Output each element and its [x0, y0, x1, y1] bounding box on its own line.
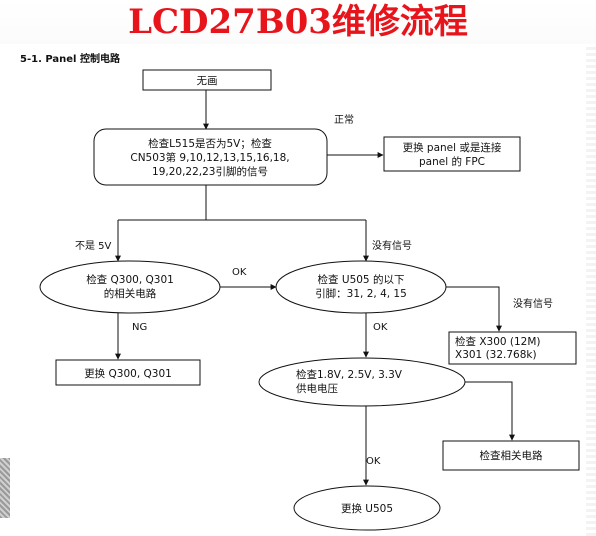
title-band: [0, 0, 596, 44]
node-check-l515-line3: 19,20,22,23引脚的信号: [152, 165, 268, 178]
node-check-related: 检查相关电路: [442, 440, 580, 471]
node-check-u505-line2: 引脚：31, 2, 4, 15: [315, 287, 407, 300]
node-check-x300: 检查 X300 (12M) X301 (32.768k): [448, 331, 577, 365]
node-check-u505: 检查 U505 的以下 引脚：31, 2, 4, 15: [275, 260, 447, 314]
node-replace-panel-line2: panel 的 FPC: [419, 155, 485, 168]
label-no-signal-1: 没有信号: [372, 239, 412, 252]
page-title: LCD27B03维修流程: [128, 2, 468, 42]
node-replace-u505-text: 更换 U505: [341, 502, 393, 515]
node-replace-panel-line1: 更换 panel 或是连接: [403, 141, 502, 154]
node-check-q300: 检查 Q300, Q301 的相关电路: [39, 260, 221, 314]
node-check-q300-line2: 的相关电路: [104, 287, 157, 300]
label-ok-1: OK: [232, 267, 247, 278]
node-check-power-line2: 供电电压: [296, 382, 338, 395]
node-check-l515-line2: CN503第 9,10,12,13,15,16,18,: [130, 151, 289, 164]
edge-check-u505-to-check-x300: [446, 286, 502, 332]
node-check-x300-line1: 检查 X300 (12M): [455, 335, 541, 348]
section-heading: 5-1. Panel 控制电路: [20, 54, 120, 65]
label-no-signal-2: 没有信号: [513, 297, 553, 310]
node-start-text: 无画: [197, 75, 218, 87]
left-edge-decoration: [0, 458, 10, 518]
node-check-related-text: 检查相关电路: [480, 449, 543, 462]
label-ng: NG: [132, 322, 147, 333]
node-replace-q300: 更换 Q300, Q301: [55, 359, 201, 386]
node-replace-panel: 更换 panel 或是连接 panel 的 FPC: [383, 136, 521, 172]
node-replace-q300-text: 更换 Q300, Q301: [84, 367, 172, 380]
node-check-l515-line1: 检查L515是否为5V；检查: [148, 137, 272, 150]
node-check-x300-line2: X301 (32.768k): [455, 349, 537, 361]
node-check-q300-line1: 检查 Q300, Q301: [86, 273, 174, 286]
node-check-u505-line1: 检查 U505 的以下: [318, 273, 405, 286]
node-start: 无画: [142, 69, 272, 91]
node-check-l515: 检查L515是否为5V；检查 CN503第 9,10,12,13,15,16,1…: [93, 128, 328, 186]
edge-check-power-to-check-related: [465, 381, 515, 441]
label-ok-3: OK: [366, 456, 381, 467]
label-normal: 正常: [334, 113, 354, 126]
label-not-5v: 不是 5V: [75, 240, 112, 252]
label-ok-2: OK: [373, 322, 388, 333]
connectors: [115, 90, 515, 486]
node-check-power: 检查1.8V, 2.5V, 3.3V 供电电压: [258, 357, 466, 407]
node-check-power-line1: 检查1.8V, 2.5V, 3.3V: [296, 368, 403, 381]
node-replace-u505: 更换 U505: [293, 485, 441, 531]
right-edge-decoration: [586, 44, 596, 536]
